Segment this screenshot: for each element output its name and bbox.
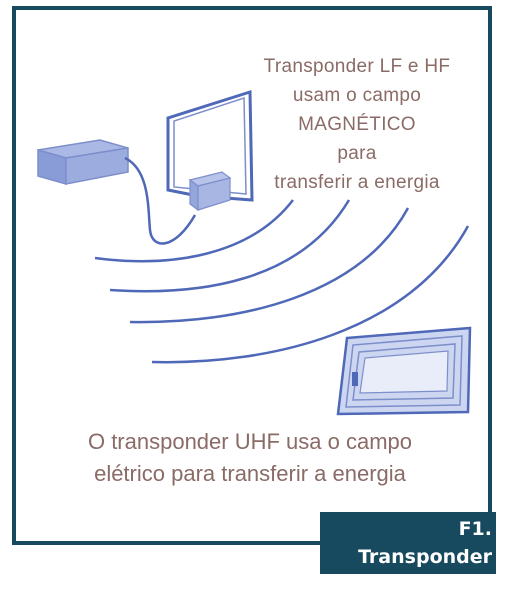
transponder-illustration [37, 89, 472, 416]
lf-hf-label-line-1: Transponder LF e HF [263, 56, 451, 77]
uhf-label-line-2: elétrico para transferir a energia [94, 461, 406, 486]
uhf-label-line-1: O transponder UHF usa o campo [87, 429, 413, 454]
loop-antenna-icon [166, 89, 254, 212]
uhf-tag-card-icon [336, 326, 472, 416]
wave-3 [129, 207, 410, 324]
cable-line [124, 156, 197, 245]
wave-2 [109, 199, 351, 293]
reader-device-icon [37, 139, 129, 185]
lf-hf-label-line-4: para [337, 143, 377, 164]
wave-4 [151, 225, 470, 364]
lf-hf-label-line-2: usam o campo [292, 85, 422, 106]
uhf-label: O transponder UHF usa o campo elétrico p… [50, 426, 450, 490]
figure-caption: F1. Transponder passivo. [320, 512, 496, 596]
caption-line-2: passivo. [403, 574, 492, 596]
lf-hf-label: Transponder LF e HF usam o campo MAGNÉTI… [252, 52, 462, 197]
field-waves [94, 199, 470, 364]
lf-hf-label-line-5: transferir a energia [274, 172, 440, 193]
caption-line-1: F1. Transponder [358, 518, 492, 568]
lf-hf-label-line-3: MAGNÉTICO [298, 114, 416, 135]
wave-1 [94, 199, 294, 263]
